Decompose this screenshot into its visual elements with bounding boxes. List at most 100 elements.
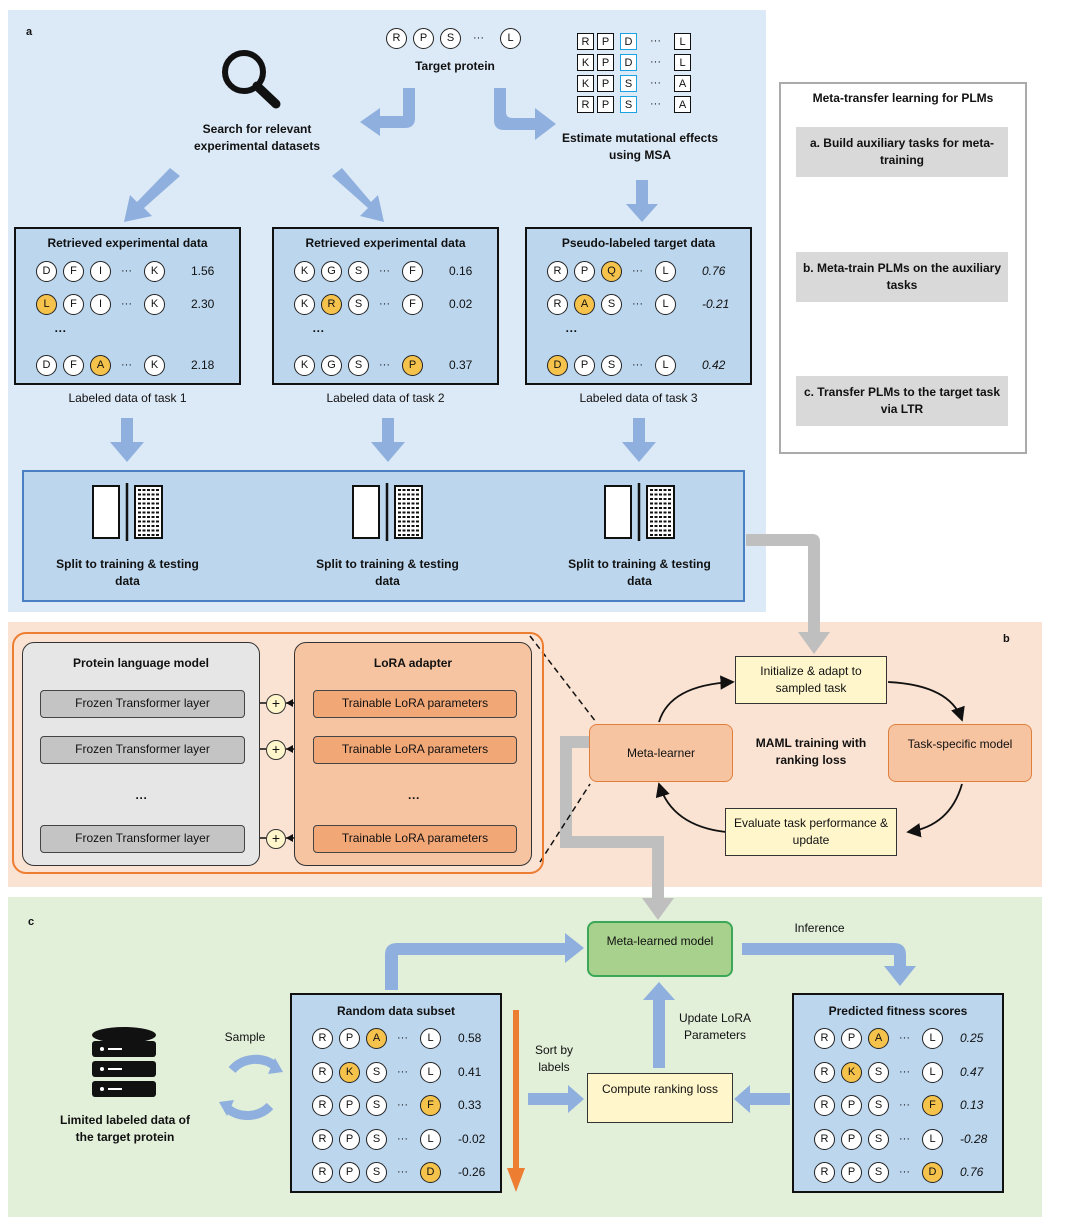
split-data-icon [352, 483, 424, 541]
residue-circle: P [574, 355, 595, 376]
target-protein-label: Target protein [415, 59, 495, 73]
residue-circle: F [922, 1095, 943, 1116]
maml-training-label: MAML training with ranking loss [755, 736, 867, 767]
residue-circle: P [841, 1095, 862, 1116]
orange-sort-arrow [507, 1010, 525, 1192]
residue-circle: S [348, 294, 369, 315]
residue-circle: P [413, 28, 434, 49]
plus-icon: + [266, 740, 286, 760]
sequence-ellipsis: ··· [397, 1099, 408, 1111]
plus-icon: + [266, 694, 286, 714]
residue-circle: S [366, 1128, 387, 1150]
msa-cell: D [620, 33, 637, 50]
fitness-value: 0.76 [702, 264, 726, 278]
residue-circle: S [440, 28, 461, 49]
sequence-ellipsis: ··· [379, 359, 390, 371]
msa-cell: P [597, 33, 614, 50]
compute-ranking-loss-box: Compute ranking loss [587, 1073, 733, 1123]
residue-circle: I [90, 294, 111, 315]
residue-circle: D [36, 355, 57, 376]
residue-circle: S [348, 355, 369, 376]
msa-cell: P [597, 54, 614, 71]
residue-circle: D [922, 1162, 943, 1183]
msa-cell: P [597, 96, 614, 113]
fitness-value: 2.30 [191, 297, 215, 311]
msa-cell: L [674, 33, 691, 50]
fitness-value: 2.18 [191, 358, 215, 372]
residue-circle: P [339, 1028, 360, 1049]
fitness-value: 0.33 [458, 1098, 482, 1112]
residue-circle: R [312, 1061, 333, 1083]
residue-circle: P [402, 355, 423, 376]
residue-circle: S [366, 1162, 387, 1183]
msa-cell: K [577, 54, 594, 71]
model-architecture-frame [12, 632, 544, 874]
residue-circle: S [601, 294, 622, 315]
residue-circle: F [63, 294, 84, 315]
fitness-value: -0.21 [702, 297, 730, 311]
sequence-ellipsis: ··· [397, 1132, 408, 1145]
residue-circle: L [922, 1028, 943, 1049]
residue-circle: R [312, 1028, 333, 1049]
meta-transfer-title: Meta-transfer learning for PLMs [812, 91, 994, 105]
residue-circle: K [144, 294, 165, 315]
vertical-dots: ··· [312, 324, 325, 338]
sequence-ellipsis: ··· [899, 1132, 910, 1145]
sequence-ellipsis: ··· [397, 1032, 408, 1044]
sequence-ellipsis: ··· [379, 298, 390, 310]
residue-circle: L [420, 1028, 441, 1049]
residue-circle: R [814, 1028, 835, 1049]
sequence-ellipsis: ··· [397, 1065, 408, 1078]
residue-circle: L [420, 1128, 441, 1150]
msa-cell: D [620, 54, 637, 71]
vertical-dots: ··· [54, 324, 67, 338]
residue-circle: R [312, 1162, 333, 1183]
meta-step-b: b. Meta-train PLMs on the auxiliary task… [796, 252, 1008, 302]
residue-circle: P [841, 1162, 862, 1183]
table-title: Random data subset [336, 1004, 456, 1018]
fitness-value: 0.47 [960, 1064, 984, 1079]
sample-label: Sample [224, 1030, 266, 1044]
fitness-value: 0.41 [458, 1064, 482, 1079]
residue-circle: R [386, 28, 407, 49]
fitness-value: 0.25 [960, 1031, 984, 1045]
fitness-value: 1.56 [191, 264, 215, 278]
plus-icon: + [266, 829, 286, 849]
residue-circle: P [339, 1128, 360, 1150]
residue-circle: R [814, 1162, 835, 1183]
frozen-transformer-layer: Frozen Transformer layer [40, 825, 245, 853]
residue-circle: L [655, 355, 676, 376]
fitness-value: 0.37 [449, 358, 473, 372]
fitness-value: -0.28 [960, 1131, 988, 1146]
residue-circle: A [574, 294, 595, 315]
residue-circle: K [339, 1061, 360, 1083]
sequence-ellipsis: ··· [121, 298, 132, 310]
blue-arrows [110, 88, 916, 1113]
residue-circle: K [144, 261, 165, 282]
msa-cell: S [620, 75, 637, 92]
sequence-ellipsis: ··· [121, 265, 132, 277]
residue-circle: S [601, 355, 622, 376]
residue-circle: Q [601, 261, 622, 282]
sequence-ellipsis: ··· [632, 359, 643, 371]
sequence-ellipsis: ··· [121, 359, 132, 371]
sequence-ellipsis: ··· [473, 32, 484, 44]
msa-cell: R [577, 96, 594, 113]
lora-title: LoRA adapter [373, 656, 453, 670]
frozen-transformer-layer: Frozen Transformer layer [40, 690, 245, 718]
panel-label-c: c [28, 916, 35, 928]
msa-cell: R [577, 33, 594, 50]
residue-circle: R [547, 294, 568, 315]
